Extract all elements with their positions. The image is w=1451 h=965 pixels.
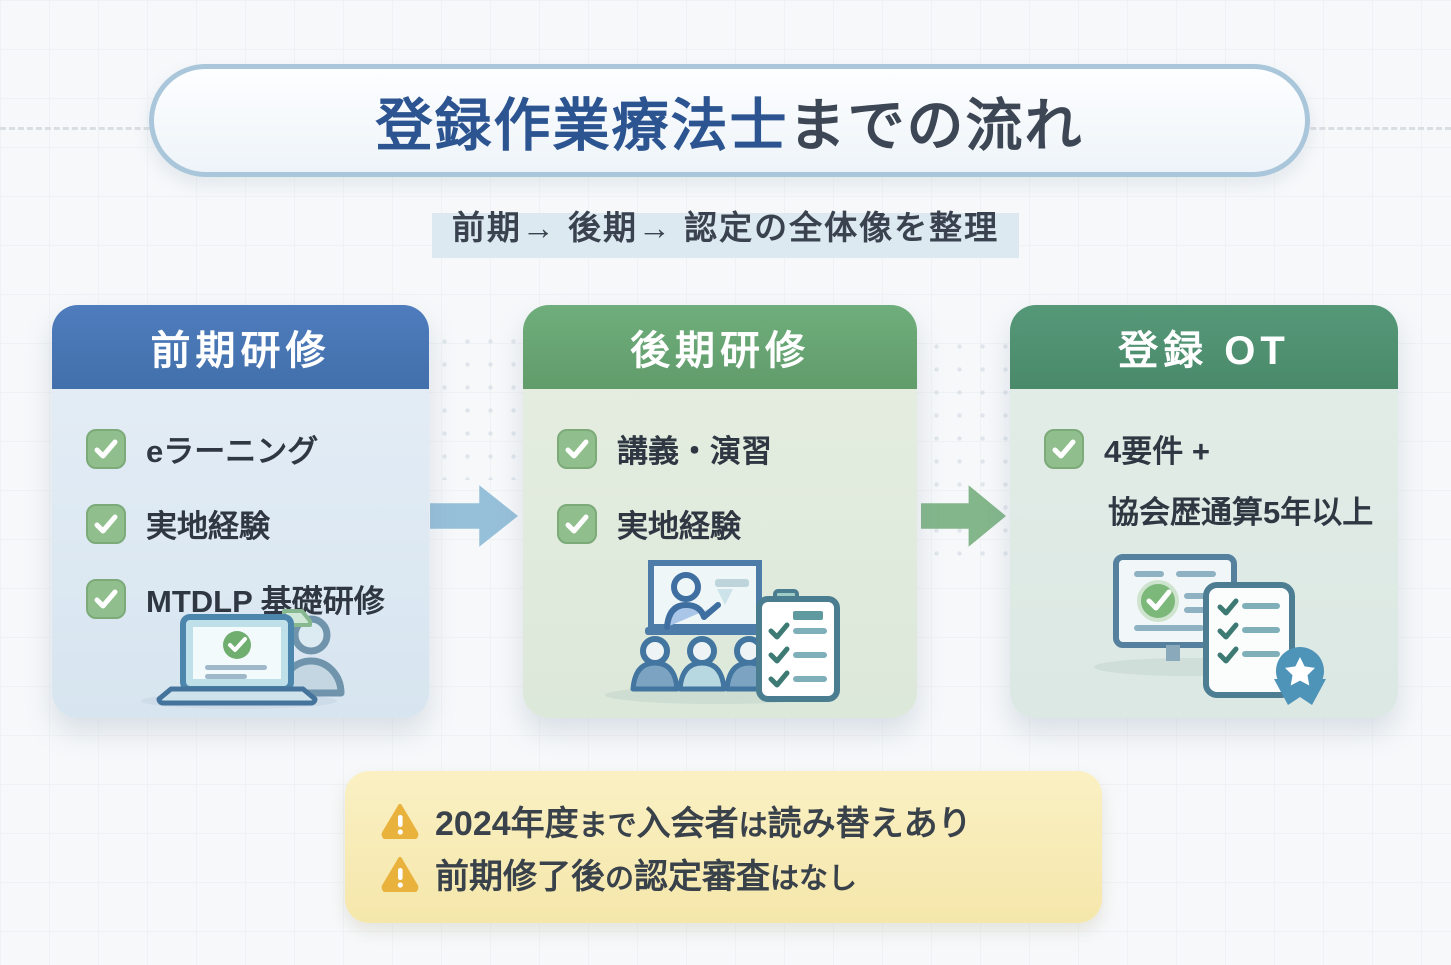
checkbox-check-icon [86,428,126,469]
checkbox-check-icon [557,503,597,544]
page-title-primary: 登録作業療法士 [375,93,789,158]
warning-icon [381,856,419,892]
note-text: 2024年度まで入会者は読み替えあり [435,796,972,845]
card-registered-ot-items: 4要件 + 協会歴通算5年以上 [1010,389,1398,532]
note-segment: まで [578,810,637,842]
list-item: 4要件 + [1044,426,1388,471]
list-item: 実地経験 [86,501,419,546]
checkbox-check-icon [557,428,597,469]
note-segment: は [738,810,768,842]
card-late-training-header: 後期研修 [523,305,917,389]
card-registered-ot-header: 登録 OT [1010,305,1398,389]
item-sub-label: 協会歴通算5年以上 [1108,495,1374,530]
note-segment: の [605,863,635,895]
card-late-training: 後期研修 講義・演習 実地経験 [523,305,917,718]
title-banner: 登録作業療法士までの流れ [149,64,1310,177]
card-early-training-items: eラーニング 実地経験 MTDLP 基礎研修 [52,389,429,621]
note-segment: 入会者 [636,805,739,843]
note-line-1: 2024年度まで入会者は読み替えあり [381,796,1066,845]
note-text: 前期修了後の認定審査はなし [435,849,857,898]
list-item: eラーニング [86,426,419,471]
page-subtitle: 前期→ 後期→ 認定の全体像を整理 [431,199,1020,258]
page-title-suffix: までの流れ [788,93,1084,158]
elearning-laptop-icon [119,597,363,714]
note-segment: 前期修了後 [435,858,605,896]
page-title: 登録作業療法士までの流れ [376,80,1084,162]
card-early-training-header: 前期研修 [52,305,429,389]
note-segment: 認定審査 [634,858,771,896]
item-label: MTDLP 基礎研修 [146,584,385,619]
list-item: 実地経験 [557,501,907,546]
list-item: 講義・演習 [557,426,907,471]
list-item: MTDLP 基礎研修 [86,576,419,621]
item-label: eラーニング [146,434,319,469]
card-late-training-items: 講義・演習 実地経験 [523,389,917,546]
item-label: 4要件 + [1104,434,1210,469]
item-label: 実地経験 [617,509,741,544]
subtitle-row: 前期→ 後期→ 認定の全体像を整理 [0,199,1451,258]
card-early-training: 前期研修 eラーニング 実地経験 MTDLP 基礎研修 [52,305,429,718]
dot-pattern [925,335,1009,570]
checkbox-check-icon [86,503,126,544]
warning-icon [381,803,419,839]
item-label: 実地経験 [146,509,270,544]
lecture-audience-clipboard-icon [589,549,851,712]
note-line-2: 前期修了後の認定審査はなし [381,849,1066,898]
dot-pattern [433,330,525,480]
certificate-award-icon [1078,541,1330,716]
card-registered-ot: 登録 OT 4要件 + 協会歴通算5年以上 [1010,305,1398,718]
item-label: 講義・演習 [617,434,772,469]
note-segment: はなし [770,863,858,895]
note-segment: 読み替えあり [767,805,972,843]
note-box: 2024年度まで入会者は読み替えあり 前期修了後の認定審査はなし [345,771,1102,923]
note-segment: 2024年度 [435,805,579,843]
checkbox-check-icon [86,578,126,619]
checkbox-check-icon [1044,428,1084,469]
